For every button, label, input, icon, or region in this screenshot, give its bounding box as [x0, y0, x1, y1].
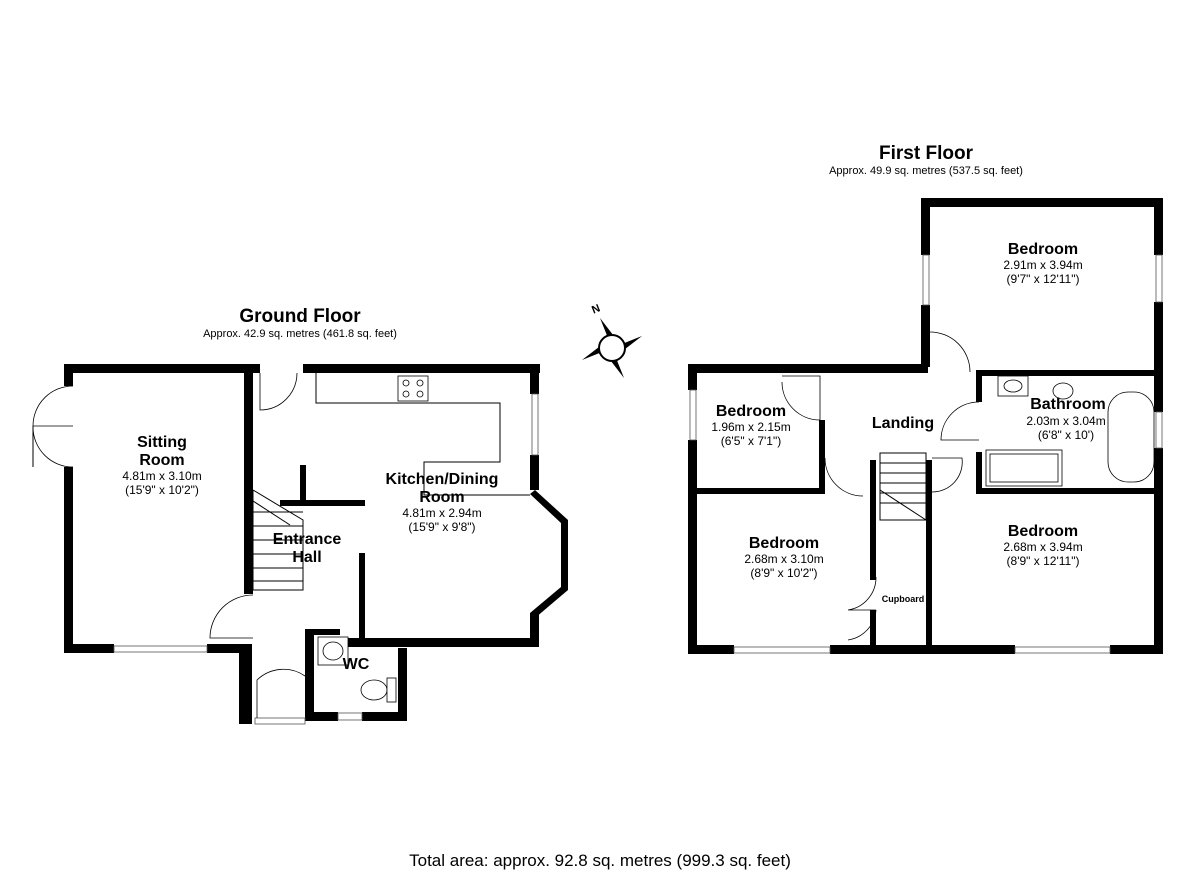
- sitting-room-name-2: Room: [139, 452, 184, 469]
- ground-floor: Ground Floor Approx. 42.9 sq. metres (46…: [32, 306, 568, 725]
- first-floor-doors: [781, 331, 980, 641]
- ground-floor-windows: [113, 393, 539, 725]
- sitting-room-metric: 4.81m x 3.10m: [122, 469, 201, 483]
- kitchen-imperial: (15'9" x 9'8"): [408, 520, 475, 534]
- ground-floor-title: Ground Floor: [239, 306, 361, 327]
- entrance-hall-label: Entrance Hall: [273, 531, 342, 566]
- ground-floor-doors: [32, 372, 306, 718]
- bathroom-label: Bathroom 2.03m x 3.04m (6'8" x 10'): [1026, 396, 1105, 442]
- compass-north-label: N: [590, 302, 602, 316]
- bathroom-fittings: [985, 375, 1155, 487]
- first-floor-walls: [688, 198, 1163, 654]
- kitchen-name-2: Room: [419, 489, 464, 506]
- bath-icon: [1107, 391, 1155, 483]
- kitchen-fittings: [315, 373, 530, 496]
- sitting-room-imperial: (15'9" x 10'2"): [125, 483, 199, 497]
- bathroom-imperial: (6'8" x 10'): [1038, 428, 1094, 442]
- bedroom-top-imperial: (9'7" x 12'11"): [1007, 272, 1080, 286]
- bathroom-metric: 2.03m x 3.04m: [1026, 414, 1105, 428]
- kitchen-metric: 4.81m x 2.94m: [402, 506, 481, 520]
- bedroom-right-label: Bedroom 2.68m x 3.94m (8'9" x 12'11"): [1003, 523, 1082, 568]
- bedroom-right-metric: 2.68m x 3.94m: [1003, 540, 1082, 554]
- hob-icon: [397, 375, 429, 402]
- first-floor-stairs: [879, 452, 927, 521]
- entrance-hall-name-2: Hall: [292, 549, 321, 566]
- wc-name: WC: [343, 656, 370, 673]
- entrance-hall-name-1: Entrance: [273, 531, 342, 548]
- bedroom-small-imperial: (6'5" x 7'1"): [721, 434, 781, 448]
- bedroom-left-imperial: (8'9" x 10'2"): [750, 566, 817, 580]
- bathroom-toilet-icon: [1052, 382, 1074, 400]
- bedroom-top-label: Bedroom 2.91m x 3.94m (9'7" x 12'11"): [1003, 241, 1082, 286]
- ground-floor-area: Approx. 42.9 sq. metres (461.8 sq. feet): [203, 328, 397, 340]
- bedroom-small-metric: 1.96m x 2.15m: [711, 420, 790, 434]
- sitting-room-label: Sitting Room 4.81m x 3.10m (15'9" x 10'2…: [122, 434, 201, 497]
- bedroom-small-label: Bedroom 1.96m x 2.15m (6'5" x 7'1"): [711, 403, 790, 448]
- bedroom-top-metric: 2.91m x 3.94m: [1003, 258, 1082, 272]
- first-floor-windows: [689, 254, 1163, 654]
- bedroom-small-name: Bedroom: [716, 403, 786, 420]
- bedroom-right-imperial: (8'9" x 12'11"): [1007, 554, 1080, 568]
- bedroom-left-label: Bedroom 2.68m x 3.10m (8'9" x 10'2"): [744, 535, 823, 580]
- bedroom-left-name: Bedroom: [749, 535, 819, 552]
- kitchen-label: Kitchen/Dining Room 4.81m x 2.94m (15'9"…: [386, 471, 499, 534]
- first-floor: First Floor Approx. 49.9 sq. metres (537…: [688, 143, 1163, 654]
- toilet-icon: [360, 679, 388, 701]
- first-floor-area: Approx. 49.9 sq. metres (537.5 sq. feet): [829, 165, 1023, 177]
- first-floor-title: First Floor: [879, 143, 974, 164]
- kitchen-name-1: Kitchen/Dining: [386, 471, 499, 488]
- sitting-room-name-1: Sitting: [137, 434, 187, 451]
- bathroom-name: Bathroom: [1030, 396, 1106, 413]
- landing-name: Landing: [872, 415, 934, 432]
- bedroom-left-metric: 2.68m x 3.10m: [744, 552, 823, 566]
- bedroom-top-name: Bedroom: [1008, 241, 1078, 258]
- total-area: Total area: approx. 92.8 sq. metres (999…: [409, 851, 791, 870]
- cupboard-name: Cupboard: [882, 594, 925, 604]
- wc-fittings: [317, 636, 397, 703]
- compass-icon: N: [582, 302, 642, 378]
- bedroom-right-name: Bedroom: [1008, 523, 1078, 540]
- ground-floor-walls: [64, 364, 568, 724]
- ground-floor-stairs: [252, 489, 304, 591]
